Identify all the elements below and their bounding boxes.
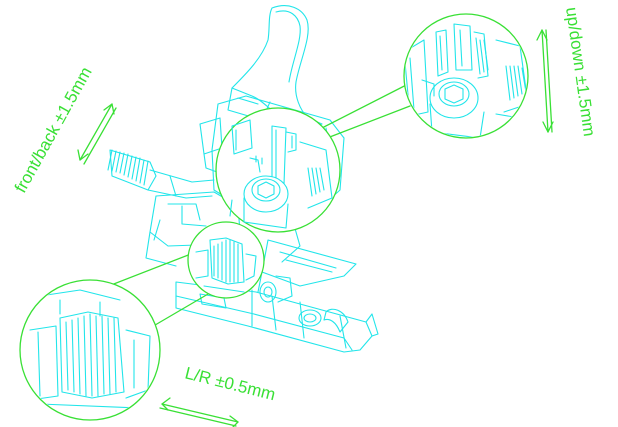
label-left-right: L/R ±0.5mm bbox=[183, 363, 277, 404]
detail-circle-upper bbox=[215, 107, 341, 233]
label-front-back: front/back ±1.5mm bbox=[11, 64, 96, 196]
left-knob bbox=[107, 149, 215, 199]
connector-upper-right-b bbox=[321, 105, 411, 141]
label-up-down: up/down ±1.5mm bbox=[562, 6, 599, 138]
arrow-front-back bbox=[77, 103, 117, 165]
zoom-callout-upper-right bbox=[403, 13, 529, 139]
connector-upper-right-a bbox=[317, 77, 421, 131]
base-roller bbox=[259, 275, 293, 303]
detail-circle-lower bbox=[187, 221, 265, 299]
arrow-left-right bbox=[159, 397, 239, 427]
arrow-up-down bbox=[536, 29, 554, 133]
zoom-callout-lower-left bbox=[19, 279, 161, 421]
